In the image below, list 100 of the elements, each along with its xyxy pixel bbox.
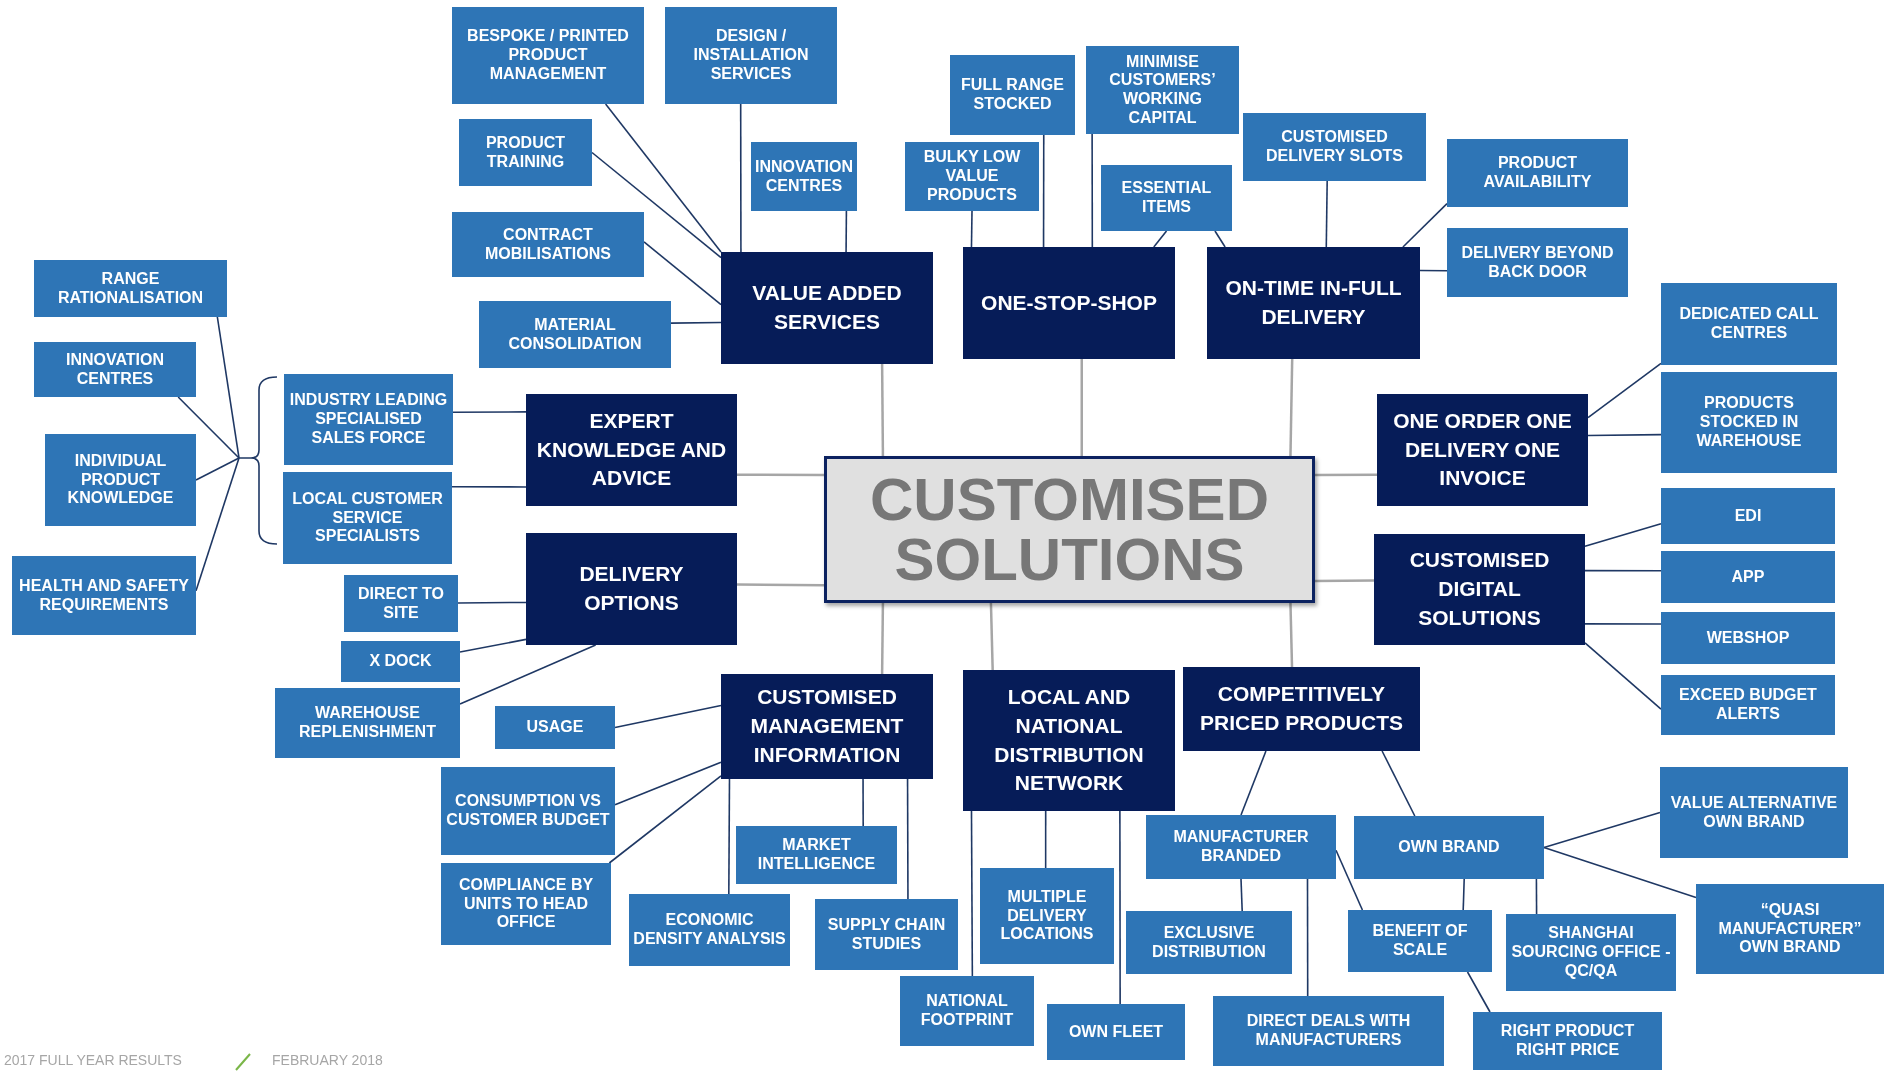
- connector-line: [1466, 971, 1491, 1013]
- item-box: EXCLUSIVE DISTRIBUTION: [1126, 911, 1292, 974]
- item-box: BENEFIT OF SCALE: [1348, 910, 1492, 972]
- connector-line: [739, 103, 742, 253]
- connector-line: [970, 210, 973, 248]
- item-box: MINIMISE CUSTOMERS’ WORKING CAPITAL: [1086, 46, 1239, 134]
- connector-line: [1119, 810, 1121, 1005]
- item-box: APP: [1661, 551, 1835, 603]
- connector-line: [1584, 623, 1662, 625]
- connector-line: [1080, 359, 1084, 456]
- connector-line: [862, 778, 864, 827]
- connector-line: [970, 810, 974, 977]
- item-box: LOCAL CUSTOMER SERVICE SPECIALISTS: [283, 472, 452, 564]
- connector-line: [459, 644, 597, 705]
- connector-line: [880, 603, 885, 674]
- connector-line: [457, 601, 527, 604]
- item-box: RANGE RATIONALISATION: [34, 260, 227, 317]
- category-box: VALUE ADDED SERVICES: [721, 252, 933, 364]
- item-box: DELIVERY BEYOND BACK DOOR: [1447, 228, 1628, 297]
- item-box: CUSTOMISED DELIVERY SLOTS: [1243, 113, 1426, 181]
- connector-line: [670, 321, 722, 324]
- item-box: OWN BRAND: [1354, 816, 1544, 879]
- category-box: LOCAL AND NATIONAL DISTRIBUTION NETWORK: [963, 670, 1175, 811]
- item-box: PRODUCT TRAINING: [459, 119, 592, 186]
- connector-line: [1535, 878, 1538, 915]
- category-box: CUSTOMISED MANAGEMENT INFORMATION: [721, 674, 933, 779]
- item-box: SUPPLY CHAIN STUDIES: [815, 899, 958, 970]
- connector-line: [1240, 878, 1243, 912]
- item-box: OWN FLEET: [1047, 1004, 1185, 1060]
- item-box: CONTRACT MOBILISATIONS: [452, 212, 644, 277]
- item-box: ESSENTIAL ITEMS: [1101, 165, 1232, 231]
- connector-line: [1042, 134, 1045, 248]
- connector-line: [845, 210, 848, 253]
- item-box: ECONOMIC DENSITY ANALYSIS: [629, 894, 790, 966]
- item-box: MATERIAL CONSOLIDATION: [479, 301, 671, 368]
- connector-line: [1091, 133, 1094, 248]
- item-box: FULL RANGE STOCKED: [950, 55, 1075, 135]
- connector-line: [1289, 358, 1294, 457]
- central-box: CUSTOMISED SOLUTIONS: [824, 456, 1315, 603]
- item-box: MULTIPLE DELIVERY LOCATIONS: [980, 868, 1114, 964]
- item-box: WAREHOUSE REPLENISHMENT: [275, 688, 460, 758]
- connector-line: [1402, 202, 1448, 248]
- item-box: DEDICATED CALL CENTRES: [1661, 283, 1837, 365]
- item-box: WEBSHOP: [1661, 612, 1835, 664]
- connector-line: [1584, 523, 1662, 547]
- connector-line: [1240, 750, 1267, 816]
- connector-line: [1325, 180, 1328, 248]
- connector-line: [1419, 269, 1448, 272]
- category-box: COMPETITIVELY PRICED PRODUCTS: [1183, 667, 1420, 751]
- connector-line: [459, 638, 527, 653]
- connector-line: [1584, 642, 1662, 710]
- category-box: ON-TIME IN-FULL DELIVERY: [1207, 247, 1420, 359]
- footer-text: FEBRUARY 2018: [272, 1052, 383, 1068]
- connector-line: [451, 485, 527, 488]
- connector-line: [1462, 878, 1465, 911]
- connector-line: [452, 411, 527, 414]
- connector-line: [216, 316, 240, 459]
- connector-line: [1543, 846, 1697, 899]
- connector-line: [1587, 433, 1662, 437]
- item-box: DIRECT DEALS WITH MANUFACTURERS: [1213, 996, 1444, 1066]
- connector-line: [614, 761, 722, 806]
- item-box: VALUE ALTERNATIVE OWN BRAND: [1660, 767, 1848, 858]
- item-box: MARKET INTELLIGENCE: [736, 826, 897, 884]
- item-box: X DOCK: [341, 641, 460, 682]
- connector-line: [737, 473, 824, 477]
- connector-line: [737, 583, 824, 587]
- connector-line: [1153, 230, 1168, 248]
- category-box: EXPERT KNOWLEDGE AND ADVICE: [526, 394, 737, 506]
- item-box: “QUASI MANUFACTURER” OWN BRAND: [1696, 884, 1884, 974]
- item-box: NATIONAL FOOTPRINT: [900, 976, 1034, 1046]
- item-box: EDI: [1661, 488, 1835, 544]
- connector-line: [1315, 579, 1374, 583]
- item-box: INDUSTRY LEADING SPECIALISED SALES FORCE: [284, 374, 453, 465]
- item-box: EXCEED BUDGET ALERTS: [1661, 675, 1835, 735]
- item-box: USAGE: [495, 706, 615, 749]
- connector-line: [1543, 811, 1661, 849]
- item-box: BULKY LOW VALUE PRODUCTS: [905, 142, 1039, 211]
- item-box: DESIGN / INSTALLATION SERVICES: [665, 7, 837, 104]
- category-box: ONE ORDER ONE DELIVERY ONE INVOICE: [1377, 394, 1588, 506]
- connector-line: [1289, 602, 1294, 668]
- item-box: INNOVATION CENTRES: [34, 342, 196, 397]
- connector-line: [880, 364, 885, 456]
- item-box: BESPOKE / PRINTED PRODUCT MANAGEMENT: [452, 7, 644, 104]
- connector-line: [1306, 878, 1309, 997]
- item-box: INDIVIDUAL PRODUCT KNOWLEDGE: [45, 434, 196, 526]
- item-box: INNOVATION CENTRES: [751, 142, 857, 211]
- connector-line: [1381, 750, 1416, 817]
- connector-line: [1044, 810, 1047, 869]
- connector-line: [906, 778, 909, 900]
- connector-line: [608, 775, 722, 864]
- connector-line: [604, 103, 722, 253]
- connector-line: [1587, 362, 1662, 419]
- footer-text: 2017 FULL YEAR RESULTS: [4, 1052, 182, 1068]
- connector-line: [1315, 473, 1377, 477]
- item-box: SHANGHAI SOURCING OFFICE - QC/QA: [1506, 914, 1676, 991]
- item-box: PRODUCTS STOCKED IN WAREHOUSE: [1661, 372, 1837, 473]
- connector-line: [1214, 230, 1226, 248]
- item-box: MANUFACTURER BRANDED: [1146, 815, 1336, 879]
- category-box: ONE-STOP-SHOP: [963, 247, 1175, 359]
- item-box: HEALTH AND SAFETY REQUIREMENTS: [12, 556, 196, 635]
